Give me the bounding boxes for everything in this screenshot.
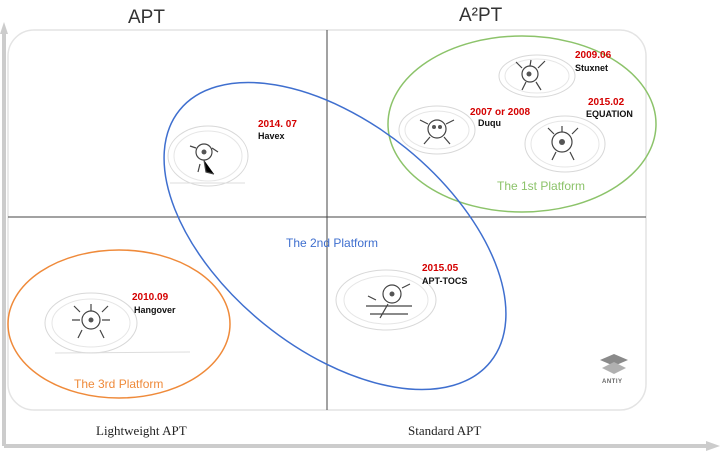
hangover-name: Hangover bbox=[134, 305, 176, 315]
second-platform-label: The 2nd Platform bbox=[286, 236, 379, 250]
antiy-logo-icon bbox=[600, 354, 628, 374]
antiy-logo-text: ANTIY bbox=[602, 379, 623, 385]
x-axis-arrow bbox=[706, 441, 720, 451]
second-platform-ellipse bbox=[163, 81, 507, 391]
third-platform-ellipse bbox=[7, 249, 231, 399]
apt-tocs-name: APT-TOCS bbox=[422, 276, 468, 286]
first-platform-label: The 1st Platform bbox=[497, 179, 586, 193]
havex-name: Havex bbox=[258, 131, 285, 141]
hangover-date: 2010.09 bbox=[132, 292, 169, 303]
first-platform-ellipse bbox=[387, 35, 657, 213]
stuxnet-icon bbox=[498, 54, 576, 98]
equation-date: 2015.02 bbox=[588, 97, 625, 108]
duqu-date: 2007 or 2008 bbox=[470, 107, 531, 118]
equation-name: EQUATION bbox=[586, 109, 633, 119]
apt-tocs-icon bbox=[335, 269, 437, 331]
y-axis-arrow bbox=[0, 22, 8, 34]
duqu-icon bbox=[398, 105, 476, 155]
stuxnet-date: 2009.06 bbox=[575, 50, 612, 61]
duqu-name: Duqu bbox=[478, 118, 501, 128]
havex-date: 2014. 07 bbox=[258, 119, 297, 130]
lightweight-apt-label: Lightweight APT bbox=[96, 423, 187, 438]
apt-tocs-date: 2015.05 bbox=[422, 263, 459, 274]
standard-apt-label: Standard APT bbox=[408, 423, 482, 438]
stuxnet-name: Stuxnet bbox=[575, 63, 609, 73]
third-platform-label: The 3rd Platform bbox=[74, 377, 164, 391]
hangover-icon bbox=[44, 292, 138, 354]
apt-quadrant-title: APT bbox=[128, 7, 165, 28]
havex-icon bbox=[167, 125, 249, 187]
a2pt-quadrant-title: A²PT bbox=[459, 5, 503, 26]
equation-icon bbox=[524, 115, 606, 173]
hangover-underline bbox=[54, 351, 191, 354]
